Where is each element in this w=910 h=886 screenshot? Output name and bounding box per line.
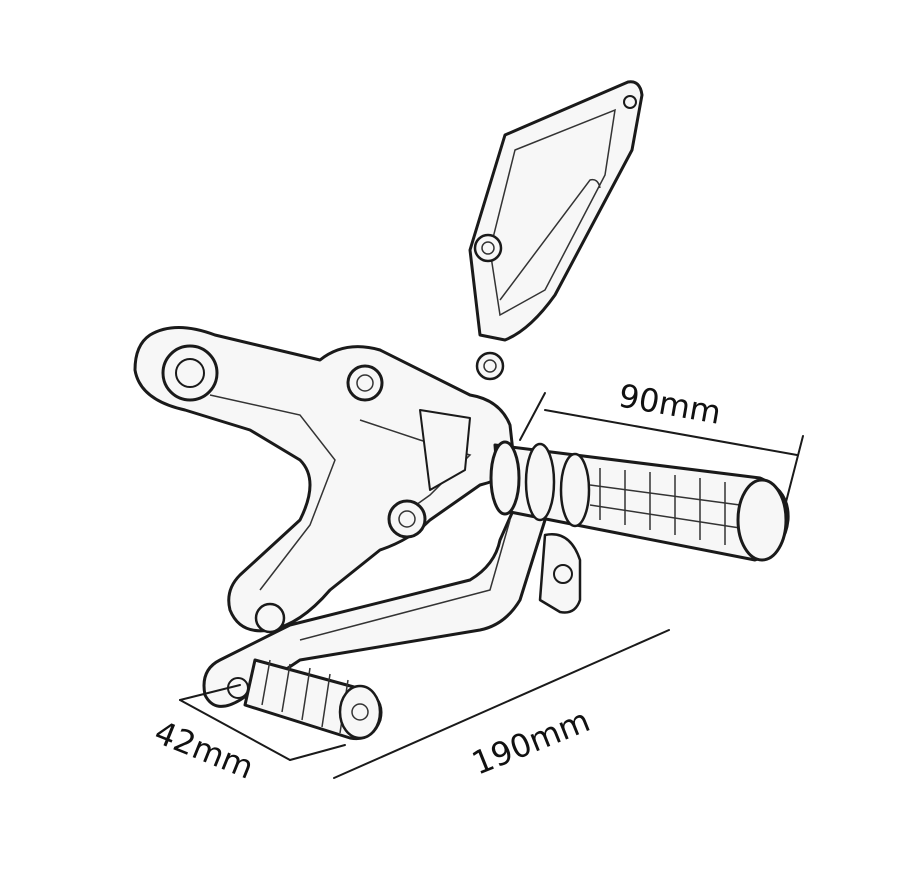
peg-end-cap	[736, 478, 788, 562]
bolt-icon	[475, 351, 505, 381]
shift-peg	[243, 658, 383, 741]
heel-guard-plate	[468, 80, 644, 381]
dimension-label-190mm: 190mm	[467, 701, 596, 782]
dimension-190mm: 190mm	[333, 629, 670, 783]
footpeg	[489, 440, 790, 562]
mount-hole	[623, 95, 637, 109]
bolt-icon	[387, 499, 427, 539]
dimension-label-90mm: 90mm	[616, 377, 724, 432]
dimension-label-42mm: 42mm	[149, 713, 259, 787]
bolt-icon	[553, 564, 573, 584]
bolt-icon	[346, 364, 384, 402]
main-bracket	[133, 326, 517, 634]
bolt-icon	[473, 233, 503, 263]
pivot-icon	[254, 602, 286, 634]
